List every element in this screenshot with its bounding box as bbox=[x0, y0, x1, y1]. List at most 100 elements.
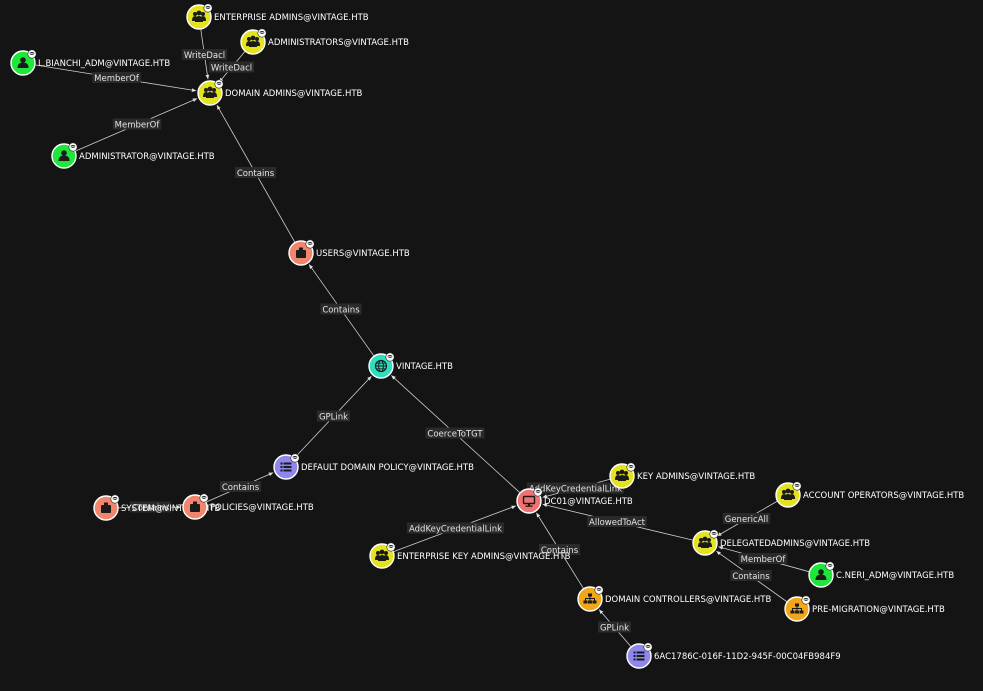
node-account-operators[interactable]: ACCOUNT OPERATORS@VINTAGE.HTB bbox=[775, 481, 964, 508]
node-policies[interactable]: POLICIES@VINTAGE.HTB bbox=[182, 493, 314, 520]
node-label: ADMINISTRATOR@VINTAGE.HTB bbox=[79, 152, 215, 162]
node-domain-admins[interactable]: DOMAIN ADMINS@VINTAGE.HTB bbox=[197, 79, 363, 106]
edge-label-background bbox=[320, 303, 362, 315]
edge-label-background bbox=[730, 570, 772, 581]
node-badge-icon bbox=[68, 142, 78, 152]
edge-label-allowedtoact: AllowedToAct bbox=[587, 516, 647, 528]
edge-label-contains: Contains bbox=[730, 570, 772, 582]
edge-label-background bbox=[234, 167, 277, 178]
node-vintage-htb[interactable]: VINTAGE.HTB bbox=[368, 352, 453, 379]
edge-label-background bbox=[92, 72, 141, 83]
user-icon bbox=[17, 57, 29, 68]
edge-label-background bbox=[597, 621, 632, 633]
node-default-domain-policy[interactable]: DEFAULT DOMAIN POLICY@VINTAGE.HTB bbox=[273, 453, 474, 480]
node-badge-icon bbox=[203, 3, 213, 13]
edge-label-gplink: GPLink bbox=[316, 410, 351, 423]
edge-label-background bbox=[406, 522, 505, 534]
node-label: ADMINISTRATORS@VINTAGE.HTB bbox=[268, 38, 409, 48]
node-label: PRE-MIGRATION@VINTAGE.HTB bbox=[812, 605, 945, 615]
node-administrator[interactable]: ADMINISTRATOR@VINTAGE.HTB bbox=[51, 142, 215, 169]
node-users[interactable]: USERS@VINTAGE.HTB bbox=[288, 239, 410, 266]
edge-label-background bbox=[181, 49, 228, 60]
edge-label-background bbox=[425, 427, 485, 439]
edge-label-text: Contains bbox=[132, 504, 170, 514]
edge-label-addkeycredentiallink: AddKeyCredentialLink bbox=[406, 522, 505, 535]
edge-label-contains: Contains bbox=[538, 544, 581, 556]
edge-label-coercetotgt: CoerceToTGT bbox=[425, 427, 485, 440]
edge-label-text: GPLink bbox=[600, 624, 629, 634]
node-administrators[interactable]: ADMINISTRATORS@VINTAGE.HTB bbox=[240, 28, 409, 55]
edge-label-text: AddKeyCredentialLink bbox=[529, 485, 622, 495]
ou-icon bbox=[583, 593, 597, 604]
node-badge-icon bbox=[709, 529, 719, 539]
node-label: DELEGATEDADMINS@VINTAGE.HTB bbox=[720, 539, 870, 549]
edge-label-text: Contains bbox=[322, 306, 360, 316]
edge-label-background bbox=[316, 410, 351, 422]
edge-label-text: WriteDacl bbox=[184, 51, 225, 61]
node-badge-icon bbox=[305, 239, 315, 249]
node-badge-icon bbox=[792, 481, 802, 491]
edge-label-genericall: GenericAll bbox=[722, 513, 771, 525]
edge-label-text: Contains bbox=[237, 169, 275, 179]
node-label: DEFAULT DOMAIN POLICY@VINTAGE.HTB bbox=[301, 463, 474, 473]
edge-labels-layer: WriteDaclWriteDaclMemberOfMemberOfContai… bbox=[92, 49, 788, 634]
edge-label-background bbox=[587, 516, 647, 527]
node-label: ENTERPRISE ADMINS@VINTAGE.HTB bbox=[214, 13, 369, 23]
edge-label-background bbox=[722, 513, 771, 524]
node-gpo-6ac1786c[interactable]: 6AC1786C-016F-11D2-945F-00C04FB984F9 bbox=[626, 642, 841, 669]
node-pre-migration[interactable]: PRE-MIGRATION@VINTAGE.HTB bbox=[784, 595, 945, 622]
edge-label-text: Contains bbox=[541, 546, 579, 556]
node-label: VINTAGE.HTB bbox=[396, 362, 453, 372]
container-icon bbox=[190, 501, 200, 512]
edge-label-contains: Contains bbox=[129, 501, 172, 514]
edge-label-writedacl: WriteDacl bbox=[181, 49, 228, 61]
node-enterprise-admins[interactable]: ENTERPRISE ADMINS@VINTAGE.HTB bbox=[186, 3, 369, 30]
node-domain-controllers[interactable]: DOMAIN CONTROLLERS@VINTAGE.HTB bbox=[577, 585, 771, 612]
node-l-bianchi-adm[interactable]: L.BIANCHI_ADM@VINTAGE.HTB bbox=[10, 49, 170, 76]
node-label: C.NERI_ADM@VINTAGE.HTB bbox=[836, 571, 954, 581]
group-icon bbox=[203, 86, 217, 98]
nodes-layer: ENTERPRISE ADMINS@VINTAGE.HTB ADMINISTRAT… bbox=[10, 3, 964, 669]
edge-label-gplink: GPLink bbox=[597, 621, 632, 634]
edge-label-text: MemberOf bbox=[115, 121, 161, 131]
edge-label-background bbox=[208, 61, 255, 73]
edge-label-text: Contains bbox=[222, 483, 260, 493]
node-label: POLICIES@VINTAGE.HTB bbox=[210, 503, 314, 513]
edge-label-writedacl: WriteDacl bbox=[208, 61, 255, 74]
node-system[interactable]: SYSTEM@VINTAGE.HTB bbox=[93, 494, 221, 521]
computer-icon bbox=[522, 495, 536, 507]
node-label: DOMAIN CONTROLLERS@VINTAGE.HTB bbox=[605, 595, 771, 605]
node-c-neri-adm[interactable]: C.NERI_ADM@VINTAGE.HTB bbox=[808, 561, 954, 588]
user-icon bbox=[815, 569, 827, 580]
node-enterprise-key-admins[interactable]: ENTERPRISE KEY ADMINS@VINTAGE.HTB bbox=[369, 542, 571, 569]
edge-label-text: WriteDacl bbox=[211, 64, 252, 74]
edge-label-background bbox=[538, 544, 581, 555]
node-badge-icon bbox=[386, 542, 396, 552]
node-badge-icon bbox=[199, 493, 209, 503]
edge-label-background bbox=[219, 481, 262, 492]
edge-label-background bbox=[129, 501, 172, 513]
group-icon bbox=[246, 35, 260, 47]
node-badge-icon bbox=[643, 642, 653, 652]
node-delegatedadmins[interactable]: DELEGATEDADMINS@VINTAGE.HTB bbox=[692, 529, 870, 556]
node-label: USERS@VINTAGE.HTB bbox=[316, 249, 410, 259]
user-icon bbox=[58, 150, 70, 161]
container-icon bbox=[101, 502, 111, 513]
node-label: 6AC1786C-016F-11D2-945F-00C04FB984F9 bbox=[654, 652, 841, 662]
edge-label-text: Contains bbox=[732, 572, 770, 582]
edge-label-text: CoerceToTGT bbox=[427, 430, 483, 440]
edge-label-background bbox=[526, 482, 625, 494]
node-badge-icon bbox=[257, 28, 267, 38]
node-label: DOMAIN ADMINS@VINTAGE.HTB bbox=[225, 89, 363, 99]
node-label: L.BIANCHI_ADM@VINTAGE.HTB bbox=[38, 59, 170, 69]
edge-label-memberof: MemberOf bbox=[112, 118, 162, 131]
node-dc01[interactable]: DC01@VINTAGE.HTB bbox=[516, 487, 633, 514]
node-label: DC01@VINTAGE.HTB bbox=[544, 497, 633, 507]
edge-label-text: GPLink bbox=[319, 413, 348, 423]
node-badge-icon bbox=[626, 462, 636, 472]
node-key-admins[interactable]: KEY ADMINS@VINTAGE.HTB bbox=[609, 462, 755, 489]
globe-icon bbox=[374, 359, 388, 373]
edge-label-memberof: MemberOf bbox=[92, 72, 141, 84]
edge-label-text: AllowedToAct bbox=[589, 518, 646, 528]
